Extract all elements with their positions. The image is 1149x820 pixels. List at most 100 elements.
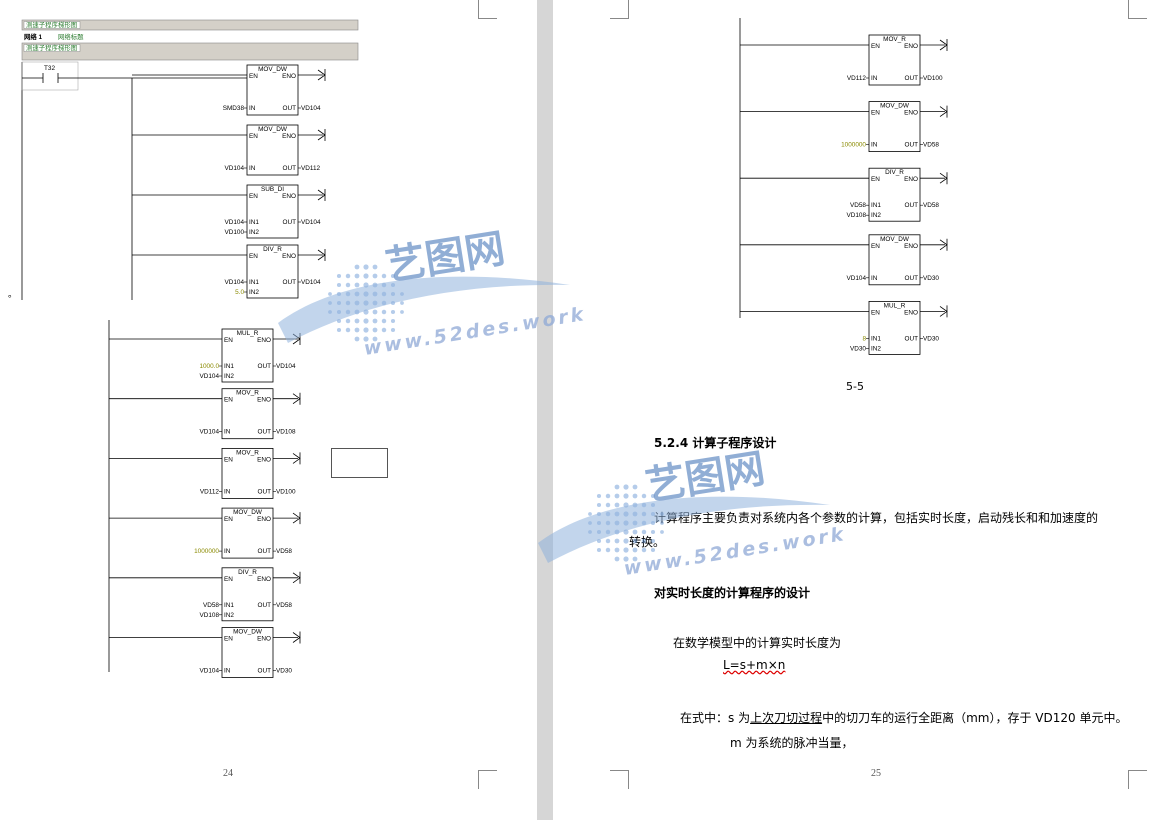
pin-out: OUT xyxy=(258,363,272,370)
pin-out: OUT xyxy=(258,668,272,675)
output-operand: VD30 xyxy=(923,335,939,342)
block-name: MUL_R xyxy=(884,302,906,309)
block-name: MOV_DW xyxy=(233,509,263,516)
output-operand: VD104 xyxy=(276,363,296,370)
pin-eno: ENO xyxy=(904,243,918,250)
pin-out: OUT xyxy=(283,219,297,226)
pin-in: IN xyxy=(224,668,231,675)
block-name: MOV_DW xyxy=(880,103,910,110)
pin-en: EN xyxy=(224,576,233,583)
pin-eno: ENO xyxy=(282,193,296,200)
input-operand: 1000000 xyxy=(194,548,219,555)
watermark-logo: 艺图网 www.52des.work xyxy=(538,446,848,580)
output-operand: VD104 xyxy=(301,279,321,286)
output-operand: VD58 xyxy=(276,602,292,609)
output-arrow xyxy=(292,452,301,465)
pin-in2: IN2 xyxy=(249,229,259,236)
crop-mark xyxy=(610,0,629,19)
output-arrow xyxy=(317,69,326,81)
output-operand: VD100 xyxy=(923,75,943,82)
pin-en: EN xyxy=(224,397,233,404)
input-operand: VD108 xyxy=(199,612,219,619)
pin-out: OUT xyxy=(283,279,297,286)
pin-eno: ENO xyxy=(282,253,296,260)
pin-en: EN xyxy=(249,253,258,260)
output-arrow xyxy=(939,238,948,251)
output-operand: VD100 xyxy=(276,488,296,495)
watermark-url: www.52des.work xyxy=(622,523,847,580)
text-run: 在式中：s 为 xyxy=(680,711,751,725)
pin-en: EN xyxy=(871,43,880,50)
input-operand: 5.0 xyxy=(235,289,244,296)
input-operand: 8 xyxy=(862,335,866,342)
contact-label: T32 xyxy=(44,65,55,72)
block-name: MOV_DW xyxy=(258,66,288,73)
figure-caption: 5-5 xyxy=(846,380,864,393)
pin-en: EN xyxy=(871,243,880,250)
output-arrow xyxy=(939,305,948,318)
block-name: SUB_DI xyxy=(261,186,284,193)
input-operand: 1000000 xyxy=(841,142,866,149)
block-name: MUL_R xyxy=(237,330,259,337)
output-operand: VD58 xyxy=(276,548,292,555)
input-operand: 1000.0 xyxy=(199,363,219,370)
pin-eno: ENO xyxy=(904,176,918,183)
paragraph-line: 在数学模型中的计算实时长度为 xyxy=(673,636,842,650)
crop-mark xyxy=(1128,0,1147,19)
output-operand: VD58 xyxy=(923,142,939,149)
pin-in: IN xyxy=(224,429,231,436)
pin-in: IN xyxy=(224,548,231,555)
output-arrow xyxy=(939,105,948,118)
input-operand: VD112 xyxy=(847,75,867,82)
pin-eno: ENO xyxy=(257,636,271,643)
input-operand: VD30 xyxy=(850,345,866,352)
input-operand: VD104 xyxy=(224,279,244,286)
input-operand: VD112 xyxy=(200,488,220,495)
pin-eno: ENO xyxy=(904,309,918,316)
pin-eno: ENO xyxy=(282,133,296,140)
input-operand: VD108 xyxy=(846,212,866,219)
pin-eno: ENO xyxy=(904,110,918,117)
pin-en: EN xyxy=(871,110,880,117)
input-operand: VD100 xyxy=(224,229,244,236)
pin-en: EN xyxy=(871,309,880,316)
output-arrow xyxy=(317,189,326,201)
crop-mark xyxy=(1128,770,1147,789)
block-name: MOV_R xyxy=(236,390,259,397)
empty-text-box[interactable] xyxy=(331,448,388,478)
input-operand: VD58 xyxy=(850,202,866,209)
output-operand: VD30 xyxy=(276,668,292,675)
pin-eno: ENO xyxy=(257,337,271,344)
pin-out: OUT xyxy=(905,142,919,149)
pin-out: OUT xyxy=(258,602,272,609)
pin-eno: ENO xyxy=(257,576,271,583)
paragraph-line: 在式中：s 为上次刀切过程中的切刀车的运行全距离（mm），存于 VD120 单元… xyxy=(680,709,1127,726)
pin-in2: IN2 xyxy=(249,289,259,296)
input-operand: VD58 xyxy=(203,602,219,609)
pin-in: IN xyxy=(249,165,256,172)
pin-en: EN xyxy=(224,636,233,643)
page-number: 25 xyxy=(871,768,881,779)
crop-mark xyxy=(610,770,629,789)
pin-in1: IN1 xyxy=(871,335,881,342)
output-arrow xyxy=(939,39,948,51)
block-name: MOV_DW xyxy=(258,126,288,133)
section-heading: 5.2.4 计算子程序设计 xyxy=(654,436,777,450)
output-arrow xyxy=(292,512,301,525)
pin-out: OUT xyxy=(905,335,919,342)
block-name: MOV_DW xyxy=(233,629,263,636)
network-title: 网络标题 xyxy=(58,32,84,41)
formula: L=s+m×n xyxy=(723,658,786,672)
input-operand: SMD38 xyxy=(223,105,245,112)
pin-en: EN xyxy=(249,193,258,200)
